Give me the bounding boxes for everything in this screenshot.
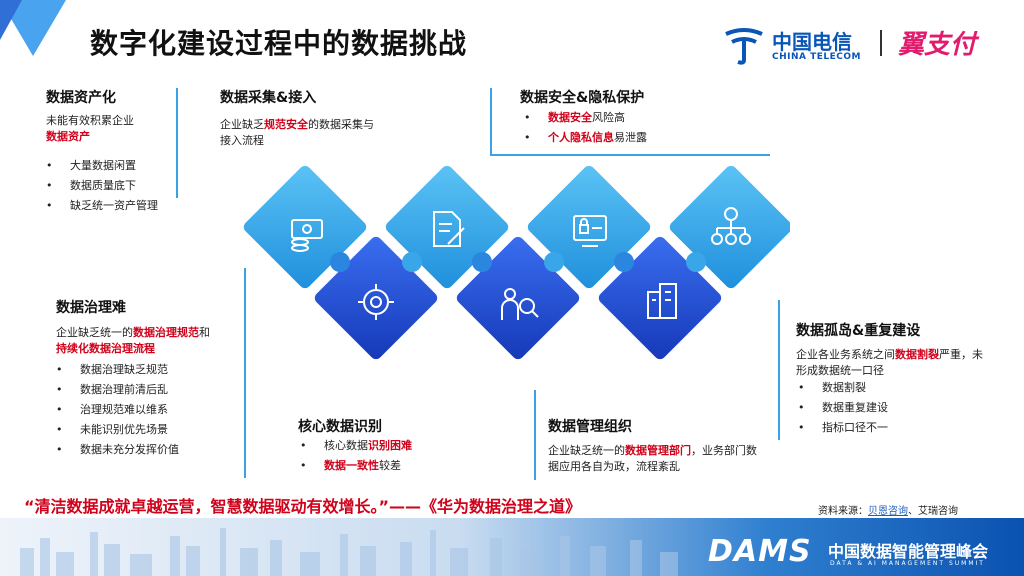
bestpay-logo: 翼支付 bbox=[898, 30, 977, 60]
governance-desc-text: 企业缺乏统一的 bbox=[56, 326, 133, 339]
connector-line bbox=[176, 88, 178, 198]
list-item: 核心数据识别困难 bbox=[298, 436, 412, 456]
identify-title: 核心数据识别 bbox=[298, 419, 382, 435]
governance-desc: 企业缺乏统一的数据治理规范和持续化数据治理流程 bbox=[56, 325, 216, 357]
dams-logo: DAMS bbox=[708, 534, 812, 569]
asset-title: 数据资产化 bbox=[46, 90, 116, 106]
security-item-highlight: 个人隐私信息 bbox=[548, 131, 614, 144]
source-note: 资料来源：贝恩咨询、艾瑞咨询 bbox=[818, 502, 958, 517]
identify-item-highlight: 识别困难 bbox=[368, 439, 412, 452]
security-item-text: 易泄露 bbox=[614, 131, 647, 144]
list-item: 个人隐私信息易泄露 bbox=[522, 128, 647, 148]
island-desc: 企业各业务系统之间数据割裂严重，未形成数据统一口径 bbox=[796, 347, 986, 379]
security-item-text: 风险高 bbox=[592, 111, 625, 124]
island-desc-highlight: 数据割裂 bbox=[895, 348, 939, 361]
org-desc: 企业缺乏统一的数据管理部门，业务部门数据应用各自为政，流程紊乱 bbox=[548, 443, 760, 475]
city-skyline-decoration bbox=[20, 528, 678, 576]
collect-title: 数据采集&接入 bbox=[220, 90, 317, 106]
asset-list: 大量数据闲置 数据质量底下 缺乏统一资产管理 bbox=[44, 156, 158, 216]
gear-icon bbox=[358, 284, 394, 320]
asset-desc-highlight: 数据资产 bbox=[46, 130, 90, 143]
china-telecom-logo: 中国电信 CHINA TELECOM bbox=[722, 24, 872, 68]
asset-desc-text: 未能有效积累企业 bbox=[46, 114, 134, 127]
list-item: 治理规范难以维系 bbox=[54, 400, 179, 420]
list-item: 数据治理前清后乱 bbox=[54, 380, 179, 400]
governance-desc-highlight: 持续化数据治理流程 bbox=[56, 342, 155, 355]
org-chart-icon bbox=[711, 207, 751, 245]
connector-line bbox=[778, 300, 780, 440]
connector-line bbox=[490, 154, 770, 156]
org-title: 数据管理组织 bbox=[548, 419, 632, 435]
source-separator: 、 bbox=[908, 506, 918, 517]
identify-item-text: 较差 bbox=[379, 459, 401, 472]
org-desc-highlight: 数据管理部门 bbox=[625, 444, 691, 457]
security-list: 数据安全风险高 个人隐私信息易泄露 bbox=[522, 108, 647, 148]
summit-name-en: DATA & AI MANAGEMENT SUMMIT bbox=[830, 560, 985, 567]
security-title: 数据安全&隐私保护 bbox=[520, 90, 645, 106]
island-title: 数据孤岛&重复建设 bbox=[796, 323, 921, 339]
footer-banner bbox=[0, 518, 1024, 576]
china-telecom-cn: 中国电信 bbox=[772, 30, 852, 54]
source-text: 艾瑞咨询 bbox=[918, 506, 958, 517]
source-link[interactable]: 贝恩咨询 bbox=[868, 506, 908, 517]
governance-desc-text: 和 bbox=[199, 326, 210, 339]
list-item: 数据割裂 bbox=[796, 378, 888, 398]
source-label: 资料来源： bbox=[818, 506, 868, 517]
summit-name-cn: 中国数据智能管理峰会 bbox=[828, 542, 989, 561]
money-icon bbox=[291, 219, 323, 252]
list-item: 数据质量底下 bbox=[44, 176, 158, 196]
quote-text: “清洁数据成就卓越运营，智慧数据驱动有效增长。”——《华为数据治理之道》 bbox=[24, 497, 582, 516]
identify-item-text: 核心数据 bbox=[324, 439, 368, 452]
island-desc-text: 企业各业务系统之间 bbox=[796, 348, 895, 361]
document-edit-icon bbox=[433, 211, 465, 247]
corner-triangle-decoration bbox=[0, 0, 66, 56]
connector-line bbox=[534, 390, 536, 480]
list-item: 大量数据闲置 bbox=[44, 156, 158, 176]
island-list: 数据割裂 数据重复建设 指标口径不一 bbox=[796, 378, 888, 438]
collect-desc-text: 企业缺乏 bbox=[220, 118, 264, 131]
list-item: 数据治理缺乏规范 bbox=[54, 360, 179, 380]
list-item: 指标口径不一 bbox=[796, 418, 888, 438]
building-icon bbox=[647, 283, 677, 319]
collect-desc: 企业缺乏规范安全的数据采集与接入流程 bbox=[220, 117, 380, 149]
island-desc-text: 严重，未形成数据统一口径 bbox=[796, 348, 983, 377]
security-item-highlight: 数据安全 bbox=[548, 111, 592, 124]
collect-desc-text: 的数据采集与接入流程 bbox=[220, 118, 374, 147]
puzzle-graphic bbox=[243, 165, 790, 360]
page-title: 数字化建设过程中的数据挑战 bbox=[90, 27, 468, 60]
governance-desc-highlight: 数据治理规范 bbox=[133, 326, 199, 339]
people-search-icon bbox=[501, 288, 539, 320]
list-item: 数据重复建设 bbox=[796, 398, 888, 418]
identify-item-highlight: 数据一致性 bbox=[324, 459, 379, 472]
collect-desc-highlight: 规范安全 bbox=[264, 118, 308, 131]
list-item: 缺乏统一资产管理 bbox=[44, 196, 158, 216]
lock-screen-icon bbox=[573, 215, 607, 247]
china-telecom-en: CHINA TELECOM bbox=[772, 52, 861, 62]
org-desc-text: 企业缺乏统一的 bbox=[548, 444, 625, 457]
list-item: 未能识别优先场景 bbox=[54, 420, 179, 440]
china-telecom-emblem-icon bbox=[725, 28, 763, 65]
org-desc-text: ，业务部门数据应用各自为政，流程紊乱 bbox=[548, 444, 757, 473]
asset-desc: 未能有效积累企业 数据资产 bbox=[46, 113, 166, 145]
list-item: 数据一致性较差 bbox=[298, 456, 412, 476]
connector-line bbox=[244, 268, 246, 478]
logo-divider bbox=[880, 30, 882, 56]
connector-line bbox=[490, 88, 492, 154]
list-item: 数据安全风险高 bbox=[522, 108, 647, 128]
list-item: 数据未充分发挥价值 bbox=[54, 440, 179, 460]
governance-list: 数据治理缺乏规范 数据治理前清后乱 治理规范难以维系 未能识别优先场景 数据未充… bbox=[54, 360, 179, 460]
identify-list: 核心数据识别困难 数据一致性较差 bbox=[298, 436, 412, 476]
governance-title: 数据治理难 bbox=[56, 300, 126, 316]
